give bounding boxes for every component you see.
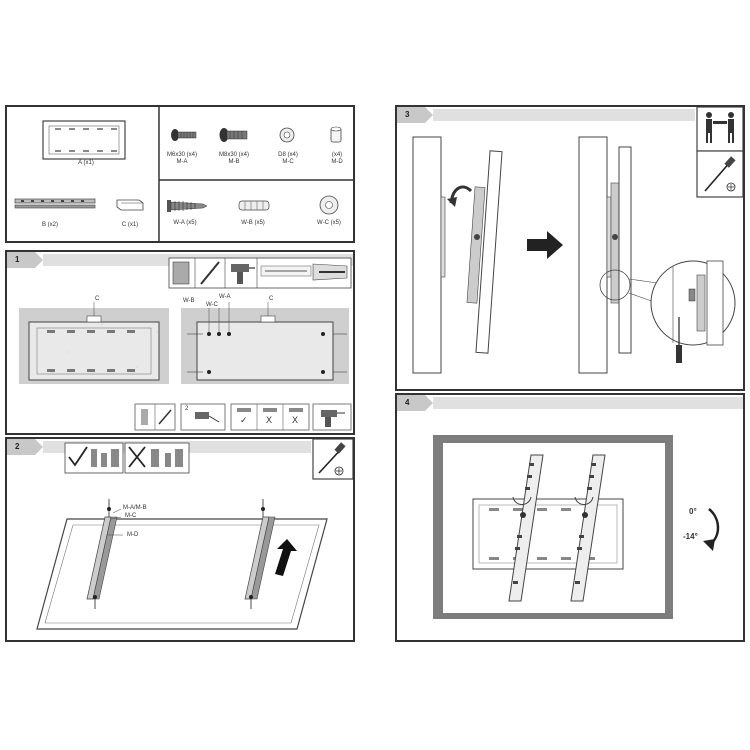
step-2-number: 2	[15, 442, 20, 451]
pencil-icon	[200, 261, 220, 285]
step2-mc-label: M-C	[125, 513, 137, 519]
side-view-after	[578, 136, 658, 374]
up-arrow-icon	[275, 539, 297, 576]
step-4-panel: 4 0° -14°	[395, 393, 745, 642]
parts-list-panel: A (x1) M6x30 (x4) M-A M8x30 (x4) M-B D8 …	[5, 105, 355, 243]
pencil-icon	[158, 409, 172, 425]
screw-m8x30-part	[219, 128, 248, 142]
step-3-panel: 3	[395, 105, 745, 391]
step1-wb-label: W-B	[183, 298, 195, 304]
spacer-code: M-D	[331, 159, 343, 165]
step1-wa-label: W-A	[219, 294, 231, 300]
drill-mark-correct: ✓	[240, 415, 248, 425]
screw-m6x30-part	[171, 129, 197, 141]
wall-washer-part	[319, 195, 339, 215]
drilling-icon	[195, 412, 220, 423]
phillips-head-icon	[726, 182, 736, 192]
wall-washer-label: W-C (x5)	[317, 220, 341, 226]
step-1-drawing	[7, 252, 353, 431]
washer-d8-code: M-C	[282, 159, 294, 165]
drill-icon	[321, 410, 345, 427]
tv-rear-mounted	[433, 435, 673, 619]
check-icon	[68, 446, 88, 467]
drill-icon	[231, 264, 255, 284]
step-1-panel: 1 C C W-B W-C W-A 2 ✓ X X	[5, 250, 355, 435]
screw-m6x30-size: M6x30 (x4)	[166, 152, 197, 158]
wall-anchor-label: W-B (x5)	[241, 220, 265, 226]
step2-md-label: M-D	[127, 532, 139, 538]
right-arrow-icon	[527, 231, 563, 259]
hint-boxes	[134, 403, 352, 431]
wall-right	[181, 302, 349, 384]
two-people-icon	[706, 112, 734, 143]
screwdriver-icon	[318, 442, 346, 474]
screw-m8x30-size: M8x30 (x4)	[218, 152, 249, 158]
bubble-level-part	[116, 199, 144, 211]
step-4-number: 4	[405, 398, 410, 407]
step-4-drawing	[397, 395, 743, 619]
tv-arm-part	[14, 198, 96, 209]
step-3-number: 3	[405, 110, 410, 119]
screw-m6x30-code: M-A	[176, 159, 188, 165]
washer-d8-part	[279, 127, 295, 143]
wood-screw-part	[167, 200, 208, 212]
wall-anchor-part	[238, 200, 270, 211]
step-2-drawing	[7, 439, 353, 630]
tv-back-view	[36, 499, 328, 630]
arm-label: B (x2)	[41, 222, 58, 228]
step1-c-label-left: C	[95, 296, 100, 302]
side-view-before	[412, 136, 503, 374]
spacer-size: (x4)	[331, 152, 343, 158]
stud-finder-icon	[172, 261, 190, 285]
wall-plate-part	[42, 120, 126, 160]
wall-left	[19, 308, 169, 384]
level-label: C (x1)	[121, 222, 139, 228]
phillips-head-icon	[334, 466, 344, 476]
step-3-drawing	[397, 107, 743, 374]
tools-icon-strip	[168, 257, 352, 289]
cross-icon	[128, 446, 146, 468]
wood-screw-label: W-A (x5)	[173, 220, 197, 226]
step2-ma-mb-label: M-A/M-B	[123, 505, 147, 511]
tilt-angle-top: 0°	[689, 507, 697, 516]
stud-finder-icon	[141, 409, 148, 425]
drill-bit-icon	[260, 263, 348, 281]
rotate-arrow-icon	[447, 197, 457, 207]
tilt-angle-bottom: -14°	[683, 532, 698, 541]
screw-m8x30-code: M-B	[228, 159, 240, 165]
step1-hint-number: 2	[185, 406, 189, 412]
drill-mark-wrong-2: X	[292, 415, 299, 425]
step-1-number: 1	[15, 255, 20, 264]
step-2-panel: 2 M-A/M-B M-C M-D	[5, 437, 355, 642]
drill-mark-wrong-1: X	[266, 415, 273, 425]
magnified-detail	[650, 260, 736, 363]
spacer-part	[330, 126, 342, 143]
washer-d8-size: D8 (x4)	[278, 152, 298, 158]
plate-label: A (x1)	[78, 160, 94, 166]
step1-wc-label: W-C	[206, 302, 218, 308]
parts-list-drawing	[14, 107, 353, 241]
screwdriver-icon	[704, 156, 736, 192]
step1-c-label-right: C	[269, 296, 274, 302]
